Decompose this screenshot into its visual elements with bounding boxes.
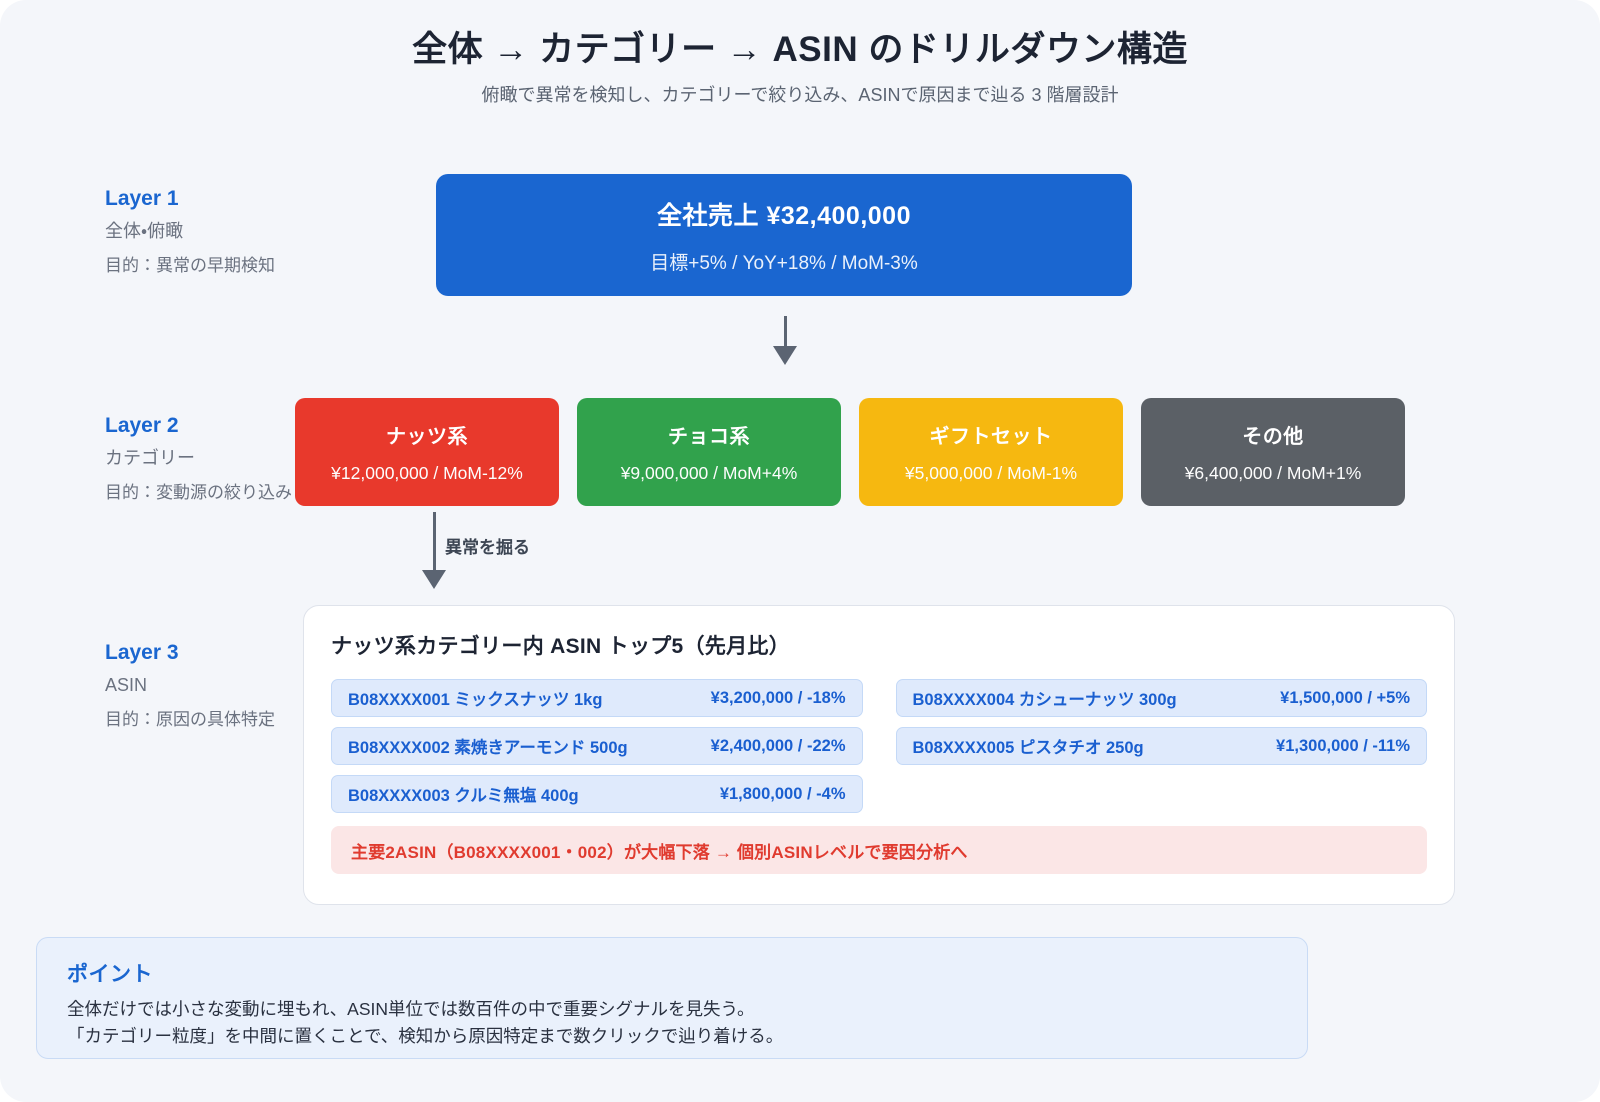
asin-label: B08XXXX004 カシューナッツ 300g (912, 691, 1177, 709)
layer-2-name: Layer 2 (105, 414, 179, 437)
arrow-shaft (783, 316, 787, 346)
category-box-other[interactable]: その他 ¥6,400,000 / MoM+1% (1141, 398, 1405, 506)
company-sales-box[interactable]: 全社売上 ¥32,400,000 目標+5% / YoY+18% / MoM-3… (436, 174, 1132, 296)
asin-metric: ¥2,400,000 / -22% (710, 736, 846, 755)
alert-text: 主要2ASIN（B08XXXX001・002）が大幅下落 → 個別ASINレベル… (351, 842, 968, 862)
category-box-giftset[interactable]: ギフトセット ¥5,000,000 / MoM-1% (859, 398, 1123, 506)
arrow-label-drill: 異常を掘る (445, 538, 530, 557)
list-item[interactable]: B08XXXX001 ミックスナッツ 1kg ¥3,200,000 / -18% (331, 679, 863, 717)
asin-card: ナッツ系カテゴリー内 ASIN トップ5（先月比） B08XXXX001 ミック… (303, 605, 1455, 905)
layer-1-scope: 全体・俯瞰 (105, 221, 184, 242)
asin-list: B08XXXX001 ミックスナッツ 1kg ¥3,200,000 / -18%… (331, 679, 1427, 813)
list-item[interactable]: B08XXXX003 クルミ無塩 400g ¥1,800,000 / -4% (331, 775, 863, 813)
layer-3-label: Layer 3 ASIN 目的：原因の具体特定 (105, 640, 355, 730)
arrow-down-icon-layer1-to-layer2 (773, 316, 797, 365)
page-subtitle: 俯瞰で異常を検知し、カテゴリーで絞り込み、ASINで原因まで辿る 3 階層設計 (481, 84, 1119, 105)
category-name: その他 (1242, 426, 1304, 448)
asin-label: B08XXXX001 ミックスナッツ 1kg (348, 691, 603, 709)
layer-3-purpose: 目的：原因の具体特定 (105, 709, 275, 729)
asin-metric: ¥1,800,000 / -4% (719, 784, 846, 803)
arrow-head (422, 570, 446, 589)
list-item[interactable]: B08XXXX004 カシューナッツ 300g ¥1,500,000 / +5% (895, 679, 1427, 717)
company-sales-title: 全社売上 ¥32,400,000 (657, 201, 911, 230)
layer-1-label: Layer 1 全体・俯瞰 目的：異常の早期検知 (105, 186, 355, 276)
list-item[interactable]: B08XXXX002 素焼きアーモンド 500g ¥2,400,000 / -2… (331, 727, 863, 765)
asin-metric: ¥1,300,000 / -11% (1276, 736, 1410, 755)
category-metrics: ¥6,400,000 / MoM+1% (1184, 463, 1362, 483)
category-name: チョコ系 (668, 426, 750, 448)
asin-metric: ¥1,500,000 / +5% (1280, 688, 1410, 707)
layer-1-name: Layer 1 (105, 187, 179, 210)
category-metrics: ¥5,000,000 / MoM-1% (904, 463, 1078, 483)
point-line-2: 「カテゴリー粒度」を中間に置くことで、検知から原因特定まで数クリックで辿り着ける… (67, 1026, 784, 1047)
list-item-empty (896, 775, 1428, 813)
arrow-shaft (432, 512, 436, 570)
arrow-head (773, 346, 797, 365)
asin-label: B08XXXX005 ピスタチオ 250g (912, 739, 1144, 757)
asin-label: B08XXXX003 クルミ無塩 400g (348, 787, 579, 805)
header: 全体 → カテゴリー → ASIN のドリルダウン構造 俯瞰で異常を検知し、カテ… (0, 28, 1600, 107)
list-item[interactable]: B08XXXX005 ピスタチオ 250g ¥1,300,000 / -11% (895, 727, 1427, 765)
arrow-down-icon-layer2-to-layer3 (422, 512, 446, 589)
category-metrics: ¥9,000,000 / MoM+4% (620, 463, 798, 483)
asin-label: B08XXXX002 素焼きアーモンド 500g (348, 739, 628, 757)
alert-banner: 主要2ASIN（B08XXXX001・002）が大幅下落 → 個別ASINレベル… (331, 826, 1427, 874)
asin-metric: ¥3,200,000 / -18% (710, 688, 846, 707)
company-sales-metrics: 目標+5% / YoY+18% / MoM-3% (650, 252, 918, 274)
asin-card-title: ナッツ系カテゴリー内 ASIN トップ5（先月比） (331, 635, 791, 658)
layer-2-scope: カテゴリー (105, 448, 195, 469)
point-callout: ポイント 全体だけでは小さな変動に埋もれ、ASIN単位では数百件の中で重要シグナ… (36, 937, 1308, 1059)
layer-2-purpose: 目的：変動源の絞り込み (105, 482, 292, 502)
layer-1-purpose: 目的：異常の早期検知 (105, 255, 275, 275)
category-box-nuts[interactable]: ナッツ系 ¥12,000,000 / MoM-12% (295, 398, 559, 506)
point-title: ポイント (67, 963, 153, 986)
layer-2-label: Layer 2 カテゴリー 目的：変動源の絞り込み (105, 413, 355, 503)
point-line-1: 全体だけでは小さな変動に埋もれ、ASIN単位では数百件の中で重要シグナルを見失う… (67, 999, 755, 1019)
layer-3-name: Layer 3 (105, 641, 179, 664)
category-metrics: ¥12,000,000 / MoM-12% (331, 463, 523, 483)
page-title: 全体 → カテゴリー → ASIN のドリルダウン構造 (412, 30, 1188, 69)
category-box-chocolate[interactable]: チョコ系 ¥9,000,000 / MoM+4% (577, 398, 841, 506)
layer-3-scope: ASIN (105, 675, 148, 696)
category-name: ギフトセット (929, 426, 1053, 448)
category-row: ナッツ系 ¥12,000,000 / MoM-12% チョコ系 ¥9,000,0… (295, 398, 1405, 506)
category-name: ナッツ系 (386, 426, 468, 448)
